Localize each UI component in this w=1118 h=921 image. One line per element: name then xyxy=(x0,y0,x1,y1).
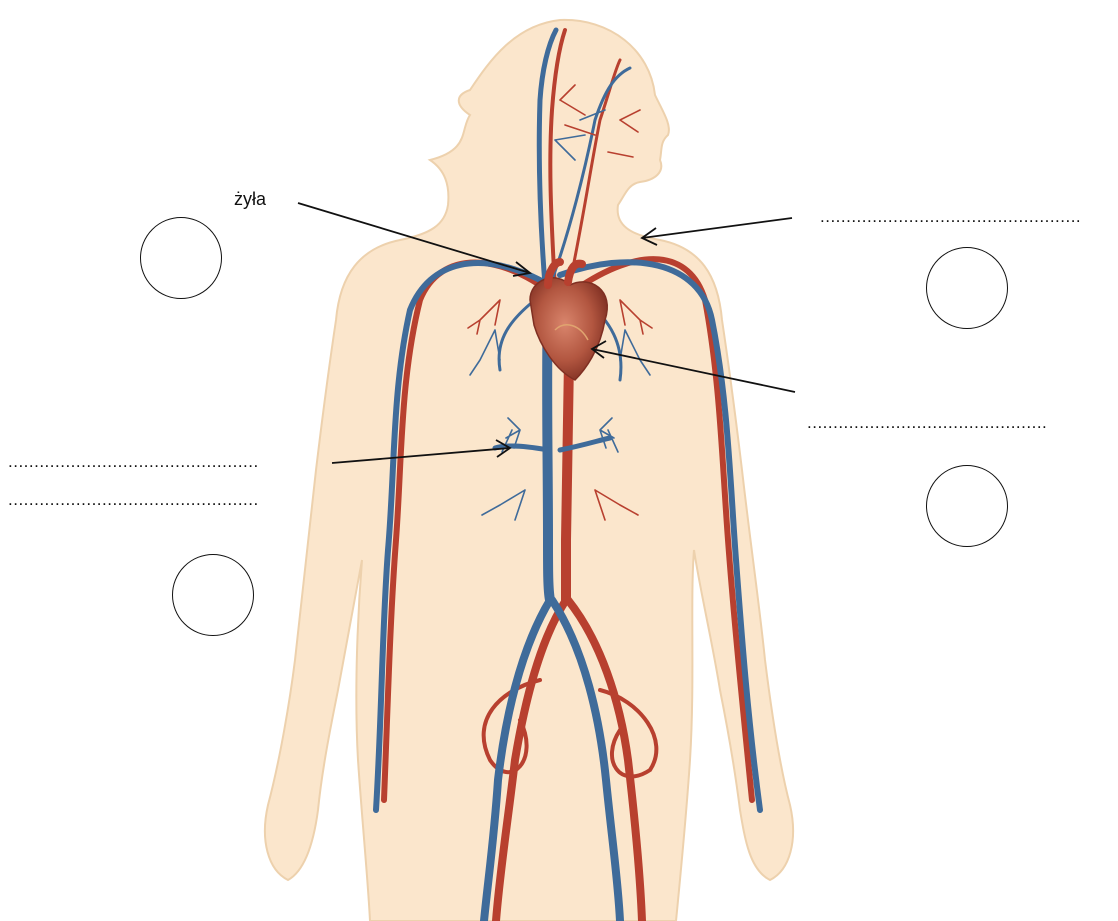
answer-circle-vein[interactable] xyxy=(140,217,222,299)
answer-circle-artery[interactable] xyxy=(926,247,1008,329)
answer-line-capillaries-1[interactable]: ........................................… xyxy=(8,452,318,472)
answer-line-heart[interactable]: ........................................… xyxy=(807,413,1107,433)
answer-line-capillaries-2[interactable]: ........................................… xyxy=(8,490,318,510)
arrow-artery xyxy=(642,218,792,238)
answer-circle-heart[interactable] xyxy=(926,465,1008,547)
vein-label: żyła xyxy=(234,189,266,210)
answer-circle-capillaries[interactable] xyxy=(172,554,254,636)
answer-line-artery[interactable]: ........................................… xyxy=(820,207,1118,227)
body-silhouette xyxy=(265,20,793,921)
